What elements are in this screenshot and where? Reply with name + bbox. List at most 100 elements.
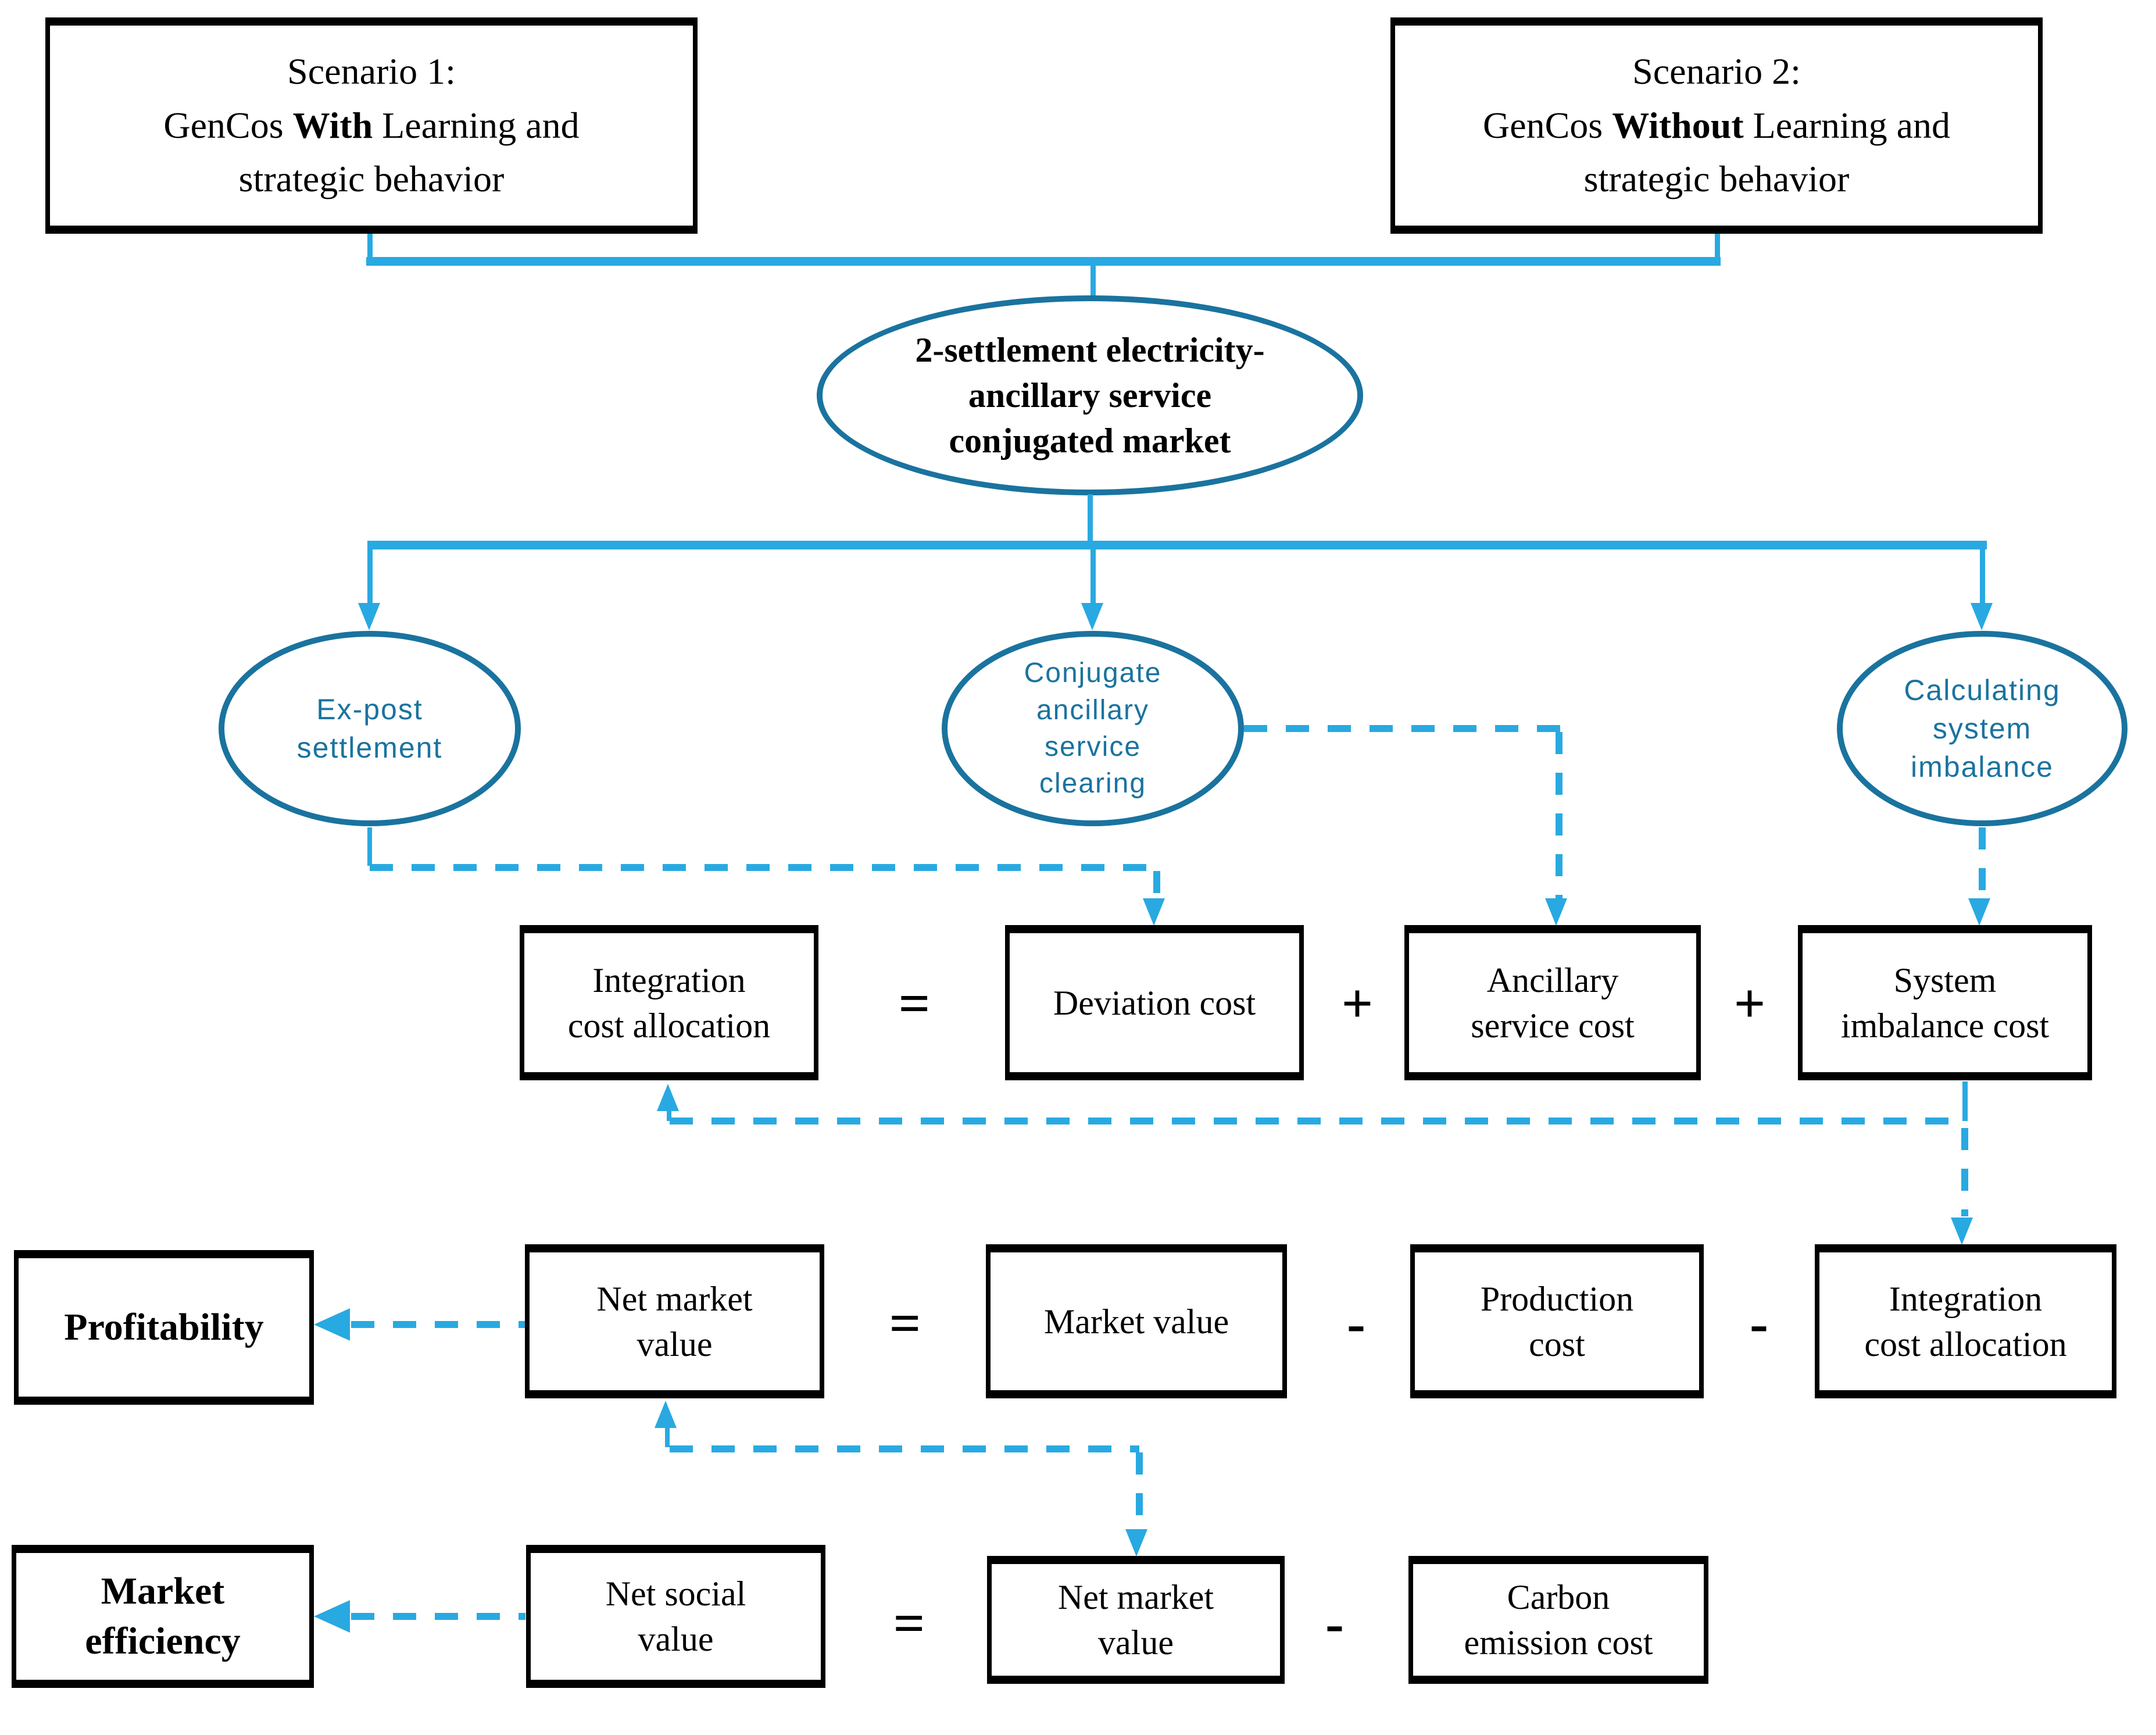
dashed-line-ancillary-drop: [1556, 732, 1563, 899]
calculating-line: imbalance: [1911, 751, 2054, 783]
box-line: Deviation cost: [1053, 983, 1256, 1022]
expost-settlement-ellipse: Ex-post settlement: [219, 631, 521, 826]
minus-operator: -: [1347, 1291, 1365, 1354]
scenario1-title: Scenario 1:: [287, 50, 456, 92]
line-arrow-stub: [667, 1108, 671, 1121]
box-line: cost allocation: [567, 1006, 771, 1045]
arrowhead-into-conjugate: [1081, 603, 1103, 630]
production-cost-box: Production cost: [1410, 1244, 1704, 1398]
minus-operator: -: [1325, 1591, 1344, 1654]
scenario1-line3: strategic behavior: [238, 158, 505, 200]
plus-operator: +: [1733, 972, 1766, 1034]
market-value-box: Market value: [986, 1244, 1287, 1398]
line-expost-drop: [367, 827, 372, 866]
line-market-ellipse-drop: [1088, 494, 1093, 542]
scenario1-bold: With: [292, 104, 373, 146]
arrowhead-into-integration-allocation: [657, 1084, 679, 1111]
box-line: emission cost: [1464, 1623, 1653, 1662]
box-line: Integration: [1889, 1279, 2043, 1318]
market-ellipse-line: ancillary service: [968, 376, 1212, 415]
conjugate-line: ancillary: [1036, 694, 1150, 726]
line-three-way-branch: [367, 541, 1987, 549]
conjugate-line: service: [1044, 731, 1142, 762]
box-line: value: [1098, 1623, 1174, 1662]
plus-operator: +: [1341, 972, 1374, 1034]
dashed-line-feedback-to-integration: [670, 1118, 1965, 1124]
box-line: Profitability: [64, 1306, 264, 1349]
dashed-line-netmarket-drop: [1136, 1452, 1143, 1527]
dashed-line-netmarket-link: [670, 1445, 1139, 1452]
expost-line: Ex-post: [316, 693, 423, 726]
equals-operator: =: [889, 1291, 921, 1354]
arrowhead-into-system-imbalance-cost: [1968, 898, 1990, 926]
equals-operator: =: [898, 972, 931, 1034]
arrowhead-into-expost: [358, 603, 380, 630]
dashed-line-expost-to-deviation: [370, 864, 1157, 871]
box-line: Carbon: [1507, 1578, 1610, 1616]
scenario1-pre: GenCos: [163, 104, 293, 146]
box-line: Integration: [592, 961, 746, 999]
carbon-emission-cost-box: Carbon emission cost: [1408, 1556, 1708, 1684]
box-line: Ancillary: [1486, 961, 1619, 999]
conjugate-line: clearing: [1039, 768, 1147, 799]
calculating-imbalance-ellipse: Calculating system imbalance: [1837, 631, 2128, 826]
line-branch-calculating: [1980, 549, 1985, 604]
box-line: Net social: [605, 1575, 746, 1613]
scenario1-post: Learning and: [373, 104, 580, 146]
box-line: Net market: [1057, 1578, 1214, 1616]
box-line: service cost: [1471, 1006, 1635, 1045]
box-line: cost: [1529, 1325, 1585, 1363]
arrowhead-into-row2-integration: [1951, 1218, 1973, 1245]
dashed-line-calculating-drop: [1979, 827, 1986, 899]
dashed-line-netmarket-to-profitability: [351, 1321, 525, 1328]
dashed-line-deviation-drop: [1153, 871, 1160, 900]
market-ellipse-line: conjugated market: [949, 422, 1231, 460]
box-line: Market value: [1043, 1302, 1229, 1341]
box-line: Market: [101, 1570, 225, 1613]
box-line: value: [637, 1325, 713, 1363]
box-line: value: [638, 1620, 714, 1658]
arrowhead-into-calculating: [1971, 603, 1993, 630]
ancillary-service-cost-box: Ancillary service cost: [1404, 925, 1701, 1080]
deviation-cost-box: Deviation cost: [1005, 925, 1304, 1080]
arrowhead-into-row3-net-market-value: [1125, 1529, 1147, 1556]
box-line: Net market: [596, 1279, 753, 1318]
box-line: Production: [1480, 1279, 1634, 1318]
calculating-line: system: [1932, 712, 2032, 745]
conjugate-line: Conjugate: [1024, 658, 1162, 689]
scenario1-box: Scenario 1: GenCos With Learning and str…: [45, 17, 698, 234]
dashed-line-to-row2-integration: [1961, 1128, 1968, 1216]
minus-operator: -: [1750, 1291, 1768, 1354]
scenario2-box: Scenario 2: GenCos Without Learning and …: [1390, 17, 2043, 234]
expost-line: settlement: [296, 731, 443, 764]
scenario2-line2: GenCos Without Learning and: [1483, 99, 1950, 153]
dashed-line-conjugate-to-ancillary: [1244, 725, 1563, 732]
market-efficiency-box: Market efficiency: [12, 1545, 314, 1688]
scenario2-pre: GenCos: [1482, 104, 1612, 146]
arrowhead-into-deviation-cost: [1143, 898, 1165, 926]
line-to-market-ellipse: [1090, 266, 1096, 298]
market-ellipse-line: 2-settlement electricity-: [915, 331, 1265, 369]
arrowhead-into-ancillary-cost: [1545, 898, 1567, 926]
integration-cost-allocation-box: Integration cost allocation: [520, 925, 818, 1080]
equals-operator: =: [893, 1591, 925, 1654]
calculating-line: Calculating: [1904, 674, 2061, 706]
box-line: imbalance cost: [1840, 1006, 2050, 1045]
market-ellipse: 2-settlement electricity- ancillary serv…: [817, 295, 1363, 495]
row2-integration-cost-allocation-box: Integration cost allocation: [1815, 1244, 2116, 1398]
box-line: efficiency: [85, 1620, 241, 1662]
line-branch-conjugate: [1090, 549, 1096, 604]
scenario2-bold: Without: [1612, 104, 1744, 146]
box-line: cost allocation: [1864, 1325, 2067, 1363]
arrowhead-into-row2-net-market-value: [655, 1401, 677, 1428]
line-arrow-stub: [665, 1426, 670, 1447]
row3-net-market-value-box: Net market value: [987, 1556, 1285, 1684]
net-market-value-box: Net market value: [525, 1244, 824, 1398]
profitability-box: Profitability: [14, 1250, 314, 1405]
line-scenario1-drop: [367, 234, 373, 259]
conjugate-clearing-ellipse: Conjugate ancillary service clearing: [942, 631, 1244, 826]
net-social-value-box: Net social value: [526, 1545, 825, 1688]
line-scenario2-drop: [1715, 234, 1720, 259]
line-branch-expost: [367, 549, 373, 604]
